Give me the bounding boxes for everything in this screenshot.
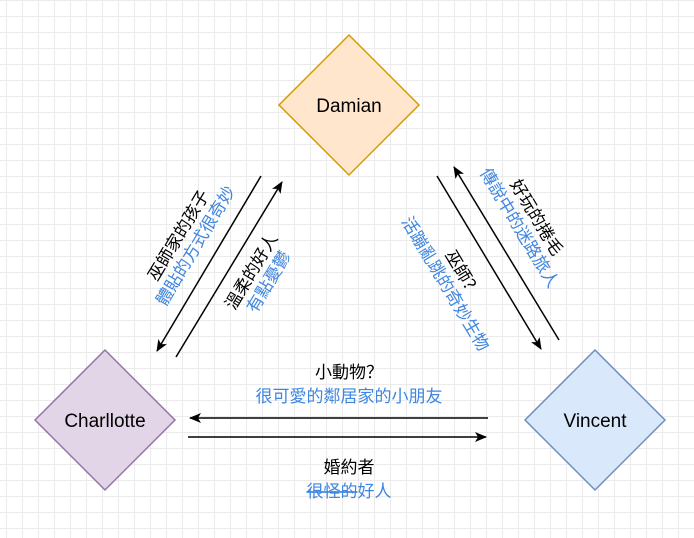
label-damian-to-charllotte: 溫柔的好人 有點憂鬱 [222,230,296,316]
kept-text: 好人 [358,482,392,502]
label-damian-to-vincent: 好玩的捲毛 傳說中的迷路旅人 [475,165,566,292]
charllotte-shape [33,348,177,492]
damian-label: Damian [316,96,381,117]
arrow-vincent-to-damian[interactable] [453,166,560,341]
vincent-shape [523,348,667,492]
arrow-damian-to-charllotte[interactable] [156,175,262,352]
label-vincent-to-charllotte-black: 小動物？ [315,363,383,383]
label-vincent-to-damian: 巫師？ 活蹦亂跳的奇妙生物 [397,213,493,354]
label-charllotte-to-vincent-black: 婚約者 [324,458,375,478]
node-charllotte[interactable]: Charllotte [33,348,177,492]
label-charllotte-to-vincent: 婚約者 很怪的好人 [307,458,392,502]
label-vincent-to-charllotte-blue: 很可愛的鄰居家的小朋友 [256,387,443,407]
node-vincent[interactable]: Vincent [523,348,667,492]
charllotte-label: Charllotte [64,411,145,432]
label-vincent-to-charllotte: 小動物？ 很可愛的鄰居家的小朋友 [256,363,443,407]
struck-text: 很怪的 [307,482,358,502]
node-damian[interactable]: Damian [277,33,421,177]
label-charllotte-to-vincent-blue: 很怪的好人 [307,482,392,502]
vincent-label: Vincent [563,411,627,432]
arrow-charllotte-to-damian[interactable] [175,181,283,358]
damian-shape [277,33,421,177]
label-charllotte-to-damian: 巫師家的孩子 體貼的方式很奇妙 [144,183,240,310]
arrow-damian-to-vincent[interactable] [436,175,542,350]
